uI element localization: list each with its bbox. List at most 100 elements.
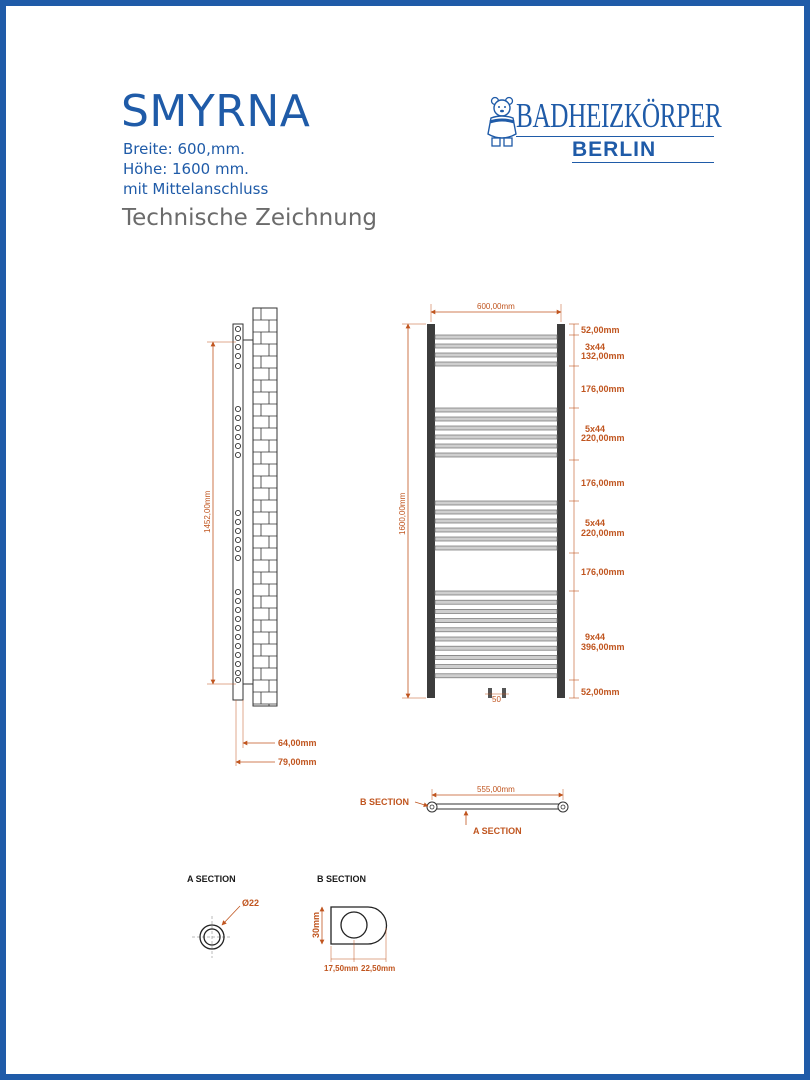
side-tube: [234, 615, 242, 623]
top-view-right-end: [557, 801, 569, 813]
side-tube: [234, 633, 242, 641]
drawing-subtitle: Technische Zeichnung: [122, 205, 377, 231]
b-section-bore: [340, 911, 368, 939]
spec-height: Höhe: 1600 mm.: [123, 160, 249, 178]
heating-tubes: [434, 334, 558, 679]
logo-text-bottom: BERLIN: [572, 138, 657, 161]
b-section-detail: B SECTION 30mm 17,50mm 22,50mm: [311, 874, 395, 973]
side-tube: [234, 527, 242, 535]
side-tube: [234, 424, 242, 432]
b-section-dim-left-label: 17,50mm: [324, 964, 358, 973]
front-height-dim-label: 1600,00mm: [398, 492, 407, 535]
top-view-right-end-inner: [560, 804, 566, 810]
side-tube: [234, 536, 242, 544]
dim-label-176-c: 176,00mm: [581, 567, 625, 577]
dim-label-9x44: 9x44: [585, 632, 605, 642]
heating-tube: [434, 645, 558, 651]
a-section-detail: A SECTION Ø22: [187, 874, 259, 958]
b-section-dim-right-label: 22,50mm: [361, 964, 395, 973]
left-rail: [427, 324, 435, 698]
a-section-diameter-leader: [221, 905, 241, 926]
side-tube: [234, 588, 242, 596]
heating-tube: [434, 416, 558, 422]
dim-label-176-b: 176,00mm: [581, 478, 625, 488]
logo-rule-bottom: [572, 162, 714, 163]
a-section-outer: [199, 924, 225, 950]
dim-label-top-52: 52,00mm: [581, 325, 620, 335]
connection-dim-label: 50: [492, 695, 501, 704]
side-tube: [234, 676, 242, 684]
b-section-height-label: 30mm: [311, 912, 321, 938]
side-tube: [234, 651, 242, 659]
side-tube: [234, 669, 242, 677]
side-tube: [234, 362, 242, 370]
side-tube: [234, 554, 242, 562]
side-tube: [234, 518, 242, 526]
heating-tube: [434, 590, 558, 596]
dim-64-label: 64,00mm: [278, 738, 317, 748]
heating-tube: [434, 334, 558, 340]
top-view-tube: [431, 803, 567, 810]
brick-wall: [252, 307, 278, 707]
side-tube: [234, 545, 242, 553]
connection-right: [502, 688, 506, 698]
heating-tube: [434, 425, 558, 431]
heating-tube: [434, 664, 558, 669]
front-width-dim-label: 600,00mm: [477, 302, 515, 311]
side-tube: [234, 451, 242, 459]
dim-label-132: 132,00mm: [581, 351, 625, 361]
brand-logo: BADHEIZKÖRPER BERLIN: [486, 94, 722, 166]
side-tube: [234, 509, 242, 517]
a-section-diameter-label: Ø22: [242, 898, 259, 908]
side-tube-markers: [234, 325, 242, 684]
heating-tube: [434, 361, 558, 367]
side-view: 1452,00mm 64,00mm 79,00mm: [203, 307, 317, 767]
side-tube: [234, 414, 242, 422]
right-dimension-chain: [569, 323, 579, 699]
side-tube: [234, 352, 242, 360]
dim-label-396: 396,00mm: [581, 642, 625, 652]
heating-tube: [434, 452, 558, 458]
heating-tube: [434, 509, 558, 515]
heating-tube: [434, 443, 558, 449]
heating-tube: [434, 343, 558, 349]
top-view: 555,00mm B SECTION A SECTION: [360, 785, 569, 836]
dim-label-220-a: 220,00mm: [581, 433, 625, 443]
dim-label-176-a: 176,00mm: [581, 384, 625, 394]
heating-tube: [434, 609, 558, 614]
dim-label-5x44-b: 5x44: [585, 518, 605, 528]
a-section-title: A SECTION: [187, 874, 236, 884]
wall-outline: [252, 307, 278, 707]
logo-text-top: BADHEIZKÖRPER: [516, 96, 722, 135]
dim-label-bottom-52: 52,00mm: [581, 687, 620, 697]
heating-tube: [434, 618, 558, 623]
b-section-callout: B SECTION: [360, 797, 409, 807]
side-tube: [234, 325, 242, 333]
b-section-leader: [414, 801, 429, 808]
top-view-left-end-inner: [429, 804, 435, 810]
heating-tube: [434, 673, 558, 679]
dim-label-220-b: 220,00mm: [581, 528, 625, 538]
heating-tube: [434, 627, 558, 633]
product-title: SMYRNA: [121, 86, 311, 137]
heating-tube: [434, 536, 558, 542]
heating-tube: [434, 599, 558, 605]
heating-tube: [434, 636, 558, 642]
heating-tube: [434, 518, 558, 524]
b-section-title: B SECTION: [317, 874, 366, 884]
side-tube: [234, 624, 242, 632]
side-tube: [234, 606, 242, 614]
spec-width: Breite: 600,mm.: [123, 140, 245, 158]
heating-tube: [434, 545, 558, 551]
connection-left: [488, 688, 492, 698]
side-tube: [234, 642, 242, 650]
logo-rule: [516, 136, 714, 137]
a-section-callout: A SECTION: [473, 826, 522, 836]
right-rail: [557, 324, 565, 698]
top-view-left-end: [426, 801, 438, 813]
heating-tube: [434, 655, 558, 660]
heating-tube: [434, 407, 558, 413]
heating-tube: [434, 500, 558, 506]
dim-label-5x44-a: 5x44: [585, 424, 605, 434]
